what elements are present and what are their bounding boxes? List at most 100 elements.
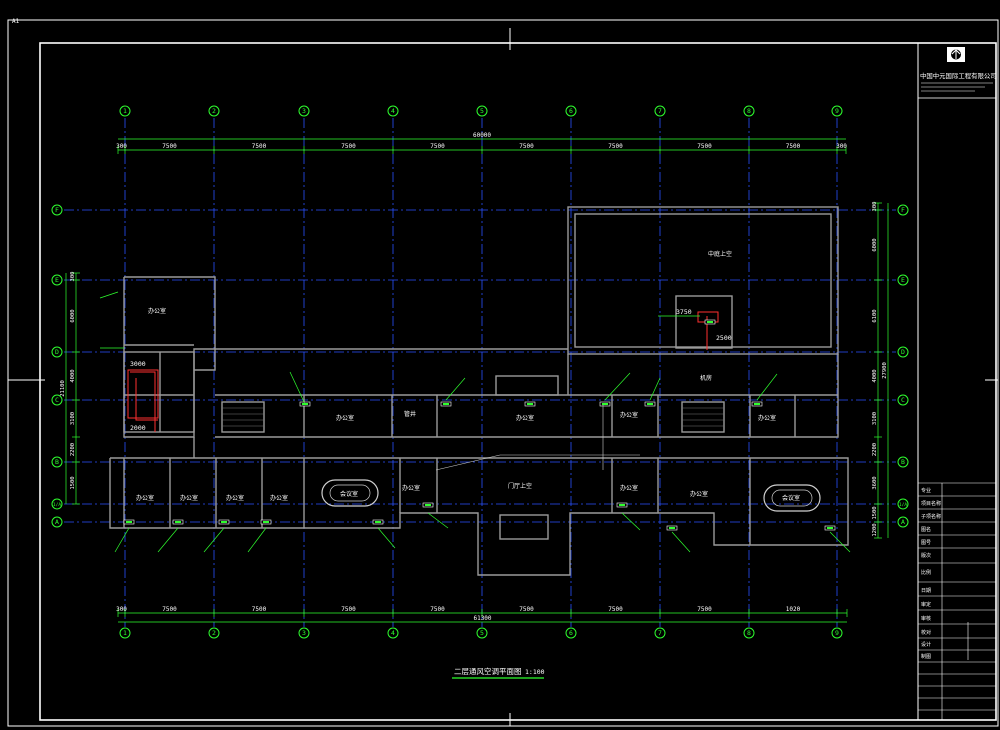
tb-label-6: 比例 bbox=[921, 569, 931, 576]
dim-right-seg-1: 6000 bbox=[872, 238, 878, 251]
axis-bubble-bottom-4: 4 bbox=[391, 629, 395, 637]
dim-right-seg-6: 3600 bbox=[872, 476, 878, 489]
dim-top-seg-6: 7500 bbox=[608, 143, 623, 150]
axis-bubble-left-4-circle bbox=[51, 456, 63, 468]
axis-bubble-top-1: 1 bbox=[123, 107, 127, 115]
axis-bubble-top-6-circle bbox=[565, 105, 577, 117]
axis-bubble-bottom-9-circle bbox=[831, 627, 843, 639]
dim-3000: 3000 bbox=[130, 360, 146, 368]
axis-bubble-bottom-7-circle bbox=[654, 627, 666, 639]
axis-bubble-left-0-circle bbox=[51, 204, 63, 216]
room-annotations bbox=[435, 405, 640, 471]
tb-label-0: 专业 bbox=[921, 487, 931, 494]
axis-bubble-right-4: B bbox=[901, 458, 905, 466]
room-label-office-s1: 办公室 bbox=[136, 494, 154, 502]
dim-top-seg-5: 7500 bbox=[519, 143, 534, 150]
axis-bubble-right-3: C bbox=[901, 396, 905, 404]
axis-bubble-left-2: D bbox=[55, 348, 59, 356]
axis-bubble-top-2-circle bbox=[208, 105, 220, 117]
axis-bubble-bottom-9: 9 bbox=[835, 629, 839, 637]
axis-bubble-left-5: 1/A bbox=[53, 502, 61, 508]
axis-bubble-bottom-2: 2 bbox=[212, 629, 216, 637]
dim-bottom-seg-1: 7500 bbox=[162, 606, 177, 613]
room-label-office-c1: 办公室 bbox=[336, 414, 354, 422]
axis-bubble-right-5: 1/A bbox=[899, 502, 907, 508]
tb-label-10: 校对 bbox=[921, 629, 931, 636]
room-label-meeting-e: 会议室 bbox=[782, 494, 800, 502]
axis-bubble-top-2: 2 bbox=[212, 107, 216, 115]
axis-bubble-left-6-circle bbox=[51, 516, 63, 528]
dim-top-seg-9: 300 bbox=[836, 143, 847, 150]
axis-bubble-bottom-3-circle bbox=[298, 627, 310, 639]
axis-bubble-right-1-circle bbox=[897, 274, 909, 286]
dim-top-seg-3: 7500 bbox=[341, 143, 356, 150]
dim-right-seg-0: 300 bbox=[872, 202, 878, 212]
dim-bottom-seg-0: 300 bbox=[116, 606, 127, 613]
dim-left-seg-0: 300 bbox=[70, 272, 76, 282]
axis-bubble-right-5-circle bbox=[897, 498, 909, 510]
axis-bubble-left-6: A bbox=[55, 518, 59, 526]
drawing-title: 二层通风空调平面图 bbox=[454, 666, 522, 676]
title-block: 中国中元国际工程有限公司 专业项目名称子项名称图名图号版次比例日期审定审核校对设… bbox=[917, 42, 997, 720]
tb-label-8: 审定 bbox=[921, 601, 931, 608]
room-label-office-nw: 办公室 bbox=[148, 307, 166, 315]
air-terminal-core-14 bbox=[754, 403, 760, 405]
air-terminal-core-1 bbox=[175, 521, 181, 523]
room-label-office-c3: 办公室 bbox=[620, 411, 638, 419]
company-name: 中国中元国际工程有限公司 bbox=[920, 71, 997, 80]
tb-label-3: 图名 bbox=[921, 526, 931, 533]
axis-bubble-left-1-circle bbox=[51, 274, 63, 286]
dim-bottom-seg-2: 7500 bbox=[252, 606, 267, 613]
axis-bubble-bottom-1: 1 bbox=[123, 629, 127, 637]
air-terminal-core-9 bbox=[443, 403, 449, 405]
tb-label-1: 项目名称 bbox=[921, 500, 941, 507]
axis-bubble-right-2-circle bbox=[897, 346, 909, 358]
dim-right-total: 27900 bbox=[882, 362, 888, 379]
dim-bottom-seg-4: 7500 bbox=[430, 606, 445, 613]
dim-top-seg-2: 7500 bbox=[252, 143, 267, 150]
dim-bottom-seg-8: 1020 bbox=[786, 606, 801, 613]
axis-bubble-bottom-2-circle bbox=[208, 627, 220, 639]
axis-bubble-bottom-4-circle bbox=[387, 627, 399, 639]
axis-bubble-bottom-5-circle bbox=[476, 627, 488, 639]
room-labels: 办公室 办公室 管井 办公室 办公室 机房 办公室 中庭上空 办公室 办公室 办… bbox=[136, 250, 800, 502]
axis-bubble-right-1: E bbox=[901, 276, 905, 284]
air-terminal-core-7 bbox=[669, 527, 675, 529]
dim-right-seg-7: 1500 bbox=[872, 506, 878, 519]
dim-bottom-total: 61300 bbox=[473, 615, 491, 622]
axis-bubble-right-2: D bbox=[901, 348, 905, 356]
room-label-atrium: 中庭上空 bbox=[708, 250, 732, 258]
dim-2500: 2500 bbox=[716, 334, 732, 342]
dim-right-seg-4: 3100 bbox=[872, 412, 878, 425]
axis-bubble-top-5: 5 bbox=[480, 107, 484, 115]
axis-bubble-top-9-circle bbox=[831, 105, 843, 117]
dim-left-seg-1: 6000 bbox=[70, 309, 76, 322]
axis-bubble-left-3-circle bbox=[51, 394, 63, 406]
axis-bubble-left-2-circle bbox=[51, 346, 63, 358]
axis-bubble-top-8-circle bbox=[743, 105, 755, 117]
axis-bubble-top-3-circle bbox=[298, 105, 310, 117]
axis-bubble-top-6: 6 bbox=[569, 107, 573, 115]
tb-label-5: 版次 bbox=[921, 552, 931, 559]
air-terminal-core-11 bbox=[527, 403, 533, 405]
air-terminal-core-4 bbox=[375, 521, 381, 523]
axis-bubble-bottom-6-circle bbox=[565, 627, 577, 639]
axis-bubble-top-3: 3 bbox=[302, 107, 306, 115]
axis-bubble-top-7: 7 bbox=[658, 107, 662, 115]
room-label-machine: 机房 bbox=[700, 374, 712, 382]
air-terminal-core-0 bbox=[126, 521, 132, 523]
air-terminal-core-13 bbox=[647, 403, 653, 405]
dim-right-seg-2: 6100 bbox=[872, 309, 878, 322]
axis-bubble-bottom-6: 6 bbox=[569, 629, 573, 637]
axis-bubble-right-6: A bbox=[901, 518, 905, 526]
axis-bubble-top-4-circle bbox=[387, 105, 399, 117]
room-label-shaft: 管井 bbox=[404, 410, 416, 418]
stair-treads bbox=[222, 407, 724, 427]
air-terminal-core-3 bbox=[263, 521, 269, 523]
axis-bubble-left-0: F bbox=[55, 206, 59, 214]
dim-right-seg-3: 4000 bbox=[872, 369, 878, 382]
axis-bubble-left-5-circle bbox=[51, 498, 63, 510]
dim-left-total: 21100 bbox=[60, 380, 66, 397]
